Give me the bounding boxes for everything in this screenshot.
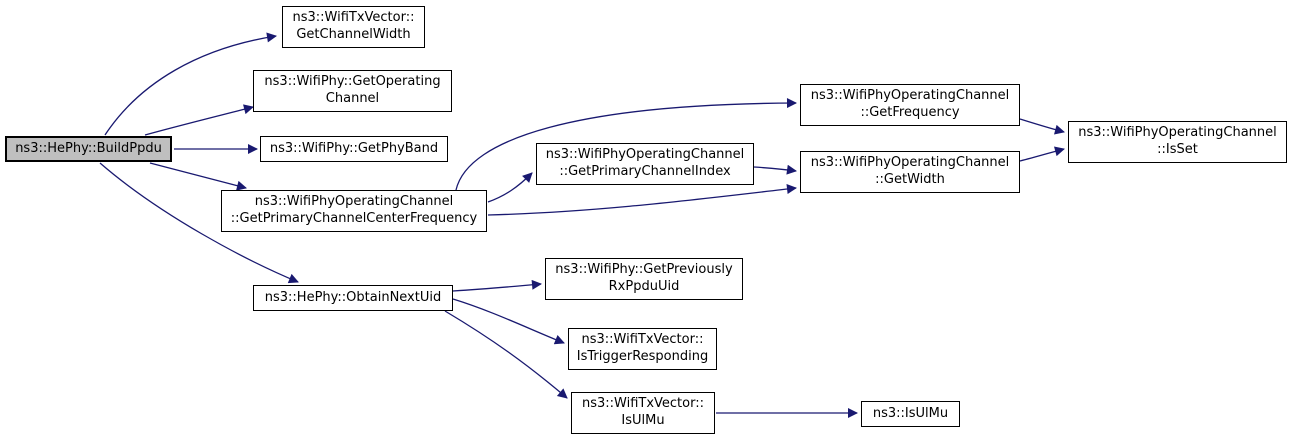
edge-get-primary-channel-index-get-width xyxy=(753,164,797,175)
edge-get-primary-channel-center-frequency-get-width xyxy=(487,184,797,216)
edge-build-ppdu-get-primary-channel-center-frequency xyxy=(149,162,247,191)
edge-obtain-next-uid-is-trigger-responding xyxy=(452,298,565,345)
node-build-ppdu[interactable]: ns3::HePhy::BuildPpdu xyxy=(5,136,172,162)
node-get-phy-band[interactable]: ns3::WifiPhy::GetPhyBand xyxy=(260,136,448,162)
node-is-ul-mu-txvector[interactable]: ns3::WifiTxVector:: IsUlMu xyxy=(571,392,715,434)
edge-build-ppdu-obtain-next-uid xyxy=(99,162,299,284)
edge-get-primary-channel-center-frequency-get-frequency xyxy=(455,98,797,191)
node-get-operating-channel[interactable]: ns3::WifiPhy::GetOperating Channel xyxy=(253,70,452,112)
node-is-set[interactable]: ns3::WifiPhyOperatingChannel ::IsSet xyxy=(1068,121,1287,163)
node-get-primary-channel-center-frequency[interactable]: ns3::WifiPhyOperatingChannel ::GetPrimar… xyxy=(221,190,487,232)
edge-get-primary-channel-center-frequency-get-primary-channel-index xyxy=(487,172,533,203)
edge-build-ppdu-get-channel-width xyxy=(104,32,277,136)
edge-build-ppdu-get-operating-channel xyxy=(144,104,254,136)
edge-get-width-is-set xyxy=(1019,146,1065,162)
edge-obtain-next-uid-is-ul-mu-txvector xyxy=(444,310,568,399)
node-is-ul-mu-free[interactable]: ns3::IsUlMu xyxy=(861,401,960,427)
edge-get-frequency-is-set xyxy=(1019,118,1065,135)
node-get-channel-width[interactable]: ns3::WifiTxVector:: GetChannelWidth xyxy=(282,6,425,48)
node-get-frequency[interactable]: ns3::WifiPhyOperatingChannel ::GetFreque… xyxy=(800,84,1020,126)
node-get-previously-rx-ppdu-uid[interactable]: ns3::WifiPhy::GetPreviously RxPpduUid xyxy=(545,258,743,300)
node-get-width[interactable]: ns3::WifiPhyOperatingChannel ::GetWidth xyxy=(800,151,1020,193)
node-get-primary-channel-index[interactable]: ns3::WifiPhyOperatingChannel ::GetPrimar… xyxy=(536,143,754,185)
node-is-trigger-responding[interactable]: ns3::WifiTxVector:: IsTriggerResponding xyxy=(568,328,717,370)
node-obtain-next-uid[interactable]: ns3::HePhy::ObtainNextUid xyxy=(253,285,453,311)
edge-obtain-next-uid-get-previously-rx-ppdu-uid xyxy=(452,279,542,292)
